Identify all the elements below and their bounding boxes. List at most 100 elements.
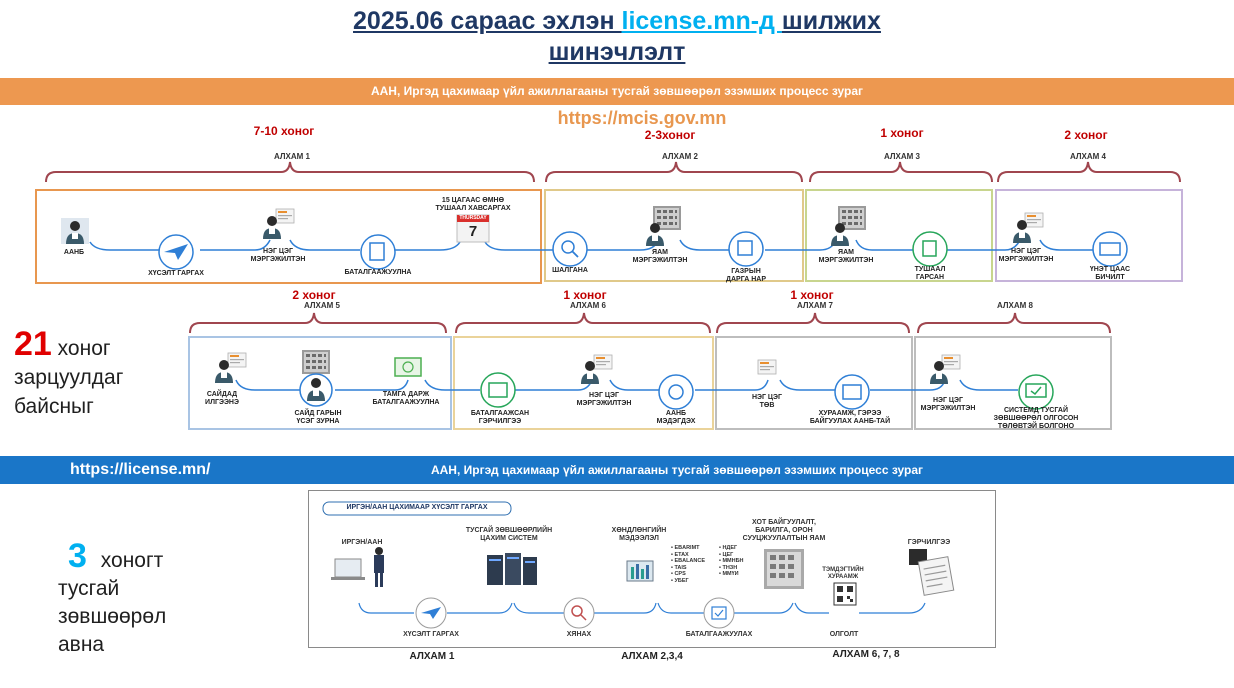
source-item: • ММҮИ	[719, 571, 739, 577]
note2-line3: зөвшөөрөл	[58, 605, 167, 628]
license-url[interactable]: https://license.mn/	[70, 461, 211, 478]
brace-step2	[545, 161, 803, 183]
step6-days: 1 хоног	[563, 288, 607, 302]
source-item: • EBARIMT	[671, 545, 700, 551]
brace-step4	[997, 161, 1181, 183]
citizen-label: ИРГЭН/ААН	[341, 539, 383, 546]
center-doc-icon	[757, 359, 777, 375]
brace-step7	[716, 312, 910, 334]
panel-step7	[715, 336, 913, 430]
agreement-icon	[834, 374, 870, 410]
flow-line-row2	[235, 379, 1018, 391]
node-ministry2: ЯАМ МЭРГЭЖИЛТЭН	[818, 249, 874, 264]
node-application: ХҮСЭЛТ ГАРГАХ	[148, 270, 204, 277]
source-item: • TAIS	[671, 564, 687, 571]
bottom-step1: АЛХАМ 1	[409, 651, 455, 662]
brace-step1	[45, 161, 535, 183]
node-officer1: НЭГ ЦЭГ МЭРГЭЖИЛТЭН	[250, 248, 306, 263]
citizen-icon	[375, 547, 383, 555]
panel-step8	[914, 336, 1112, 430]
node-announce: САЙДАД ИЛГЭЭНЭ	[205, 391, 239, 406]
panel-step2	[544, 189, 804, 282]
sources-left: • EBARIMT • ETAX • EBALANCE • TAIS • CPS…	[671, 545, 705, 584]
left-note-21: 21 хоног зарцуулдаг байсныг	[14, 327, 124, 421]
note1-line3: байсныг	[14, 395, 94, 418]
approve-label: БАТАЛГААЖУУЛАХ	[685, 631, 753, 638]
license-bar-title: ААН, Иргэд цахимаар үйл ажиллагааны тусг…	[430, 463, 924, 477]
node-verify: БАТАЛГААЖУУЛНА	[344, 269, 412, 276]
certificate-icon	[909, 549, 955, 596]
node-minister: САЙД ГАРЫН ҮСЭГ ЗУРНА	[294, 410, 342, 425]
source-item: • ММНБН	[719, 558, 744, 564]
license-process-panel: ИРГЭН/ААН ЦАХИМААР ХҮСЭЛТ ГАРГАХ ИРГЭН/А…	[308, 490, 996, 648]
node-officer4: НЭГ ЦЭГ МЭРГЭЖИЛТЭН	[920, 397, 976, 412]
source-item: • ЦЕГ	[719, 551, 734, 558]
source-item: • ТНЗН	[719, 564, 738, 571]
bottom-step2: АЛХАМ 2,3,4	[621, 651, 683, 662]
minister-building-icon	[302, 350, 330, 374]
note2-line1: хоногт	[100, 549, 164, 572]
source-item: • ETAX	[671, 551, 689, 558]
note1-number: 21	[14, 325, 52, 363]
note1-line2: зарцуулдаг	[14, 366, 124, 389]
director-icon	[728, 231, 764, 267]
review-icon	[563, 597, 595, 629]
mcis-url[interactable]: https://mcis.gov.mn	[557, 108, 727, 128]
server-icon	[487, 553, 537, 585]
panel-step5	[188, 336, 452, 430]
node-order: ТУШААЛ ГАРСАН	[914, 266, 946, 281]
license-process-diagram	[322, 501, 955, 629]
step1-label: АЛХАМ 1	[274, 152, 310, 161]
title-part1: 2025.06 сараас эхлэн	[353, 7, 622, 35]
title-part3: шилжих	[781, 7, 881, 35]
order-icon	[912, 231, 948, 267]
note2-line4: авна	[58, 633, 105, 656]
calendar-day: THURSDAY	[459, 215, 487, 221]
panel-step3	[805, 189, 993, 282]
node-stamp: ТАМГА ДАРЖ БАТАЛГААЖУУЛНА	[372, 391, 440, 406]
paper-icon	[1092, 231, 1128, 267]
step2-label: АЛХАМ 2	[662, 152, 698, 161]
check-icon	[552, 231, 588, 267]
review-label: ХЯНАХ	[566, 631, 592, 638]
step3-label: АЛХАМ 3	[884, 152, 920, 161]
brace-step3	[809, 161, 993, 183]
calendar-number: 7	[468, 223, 478, 240]
node-aanb: ААНБ	[63, 249, 85, 256]
node-ministry1: ЯАМ МЭРГЭЖИЛТЭН	[632, 249, 688, 264]
step8-label: АЛХАМ 8	[997, 301, 1033, 310]
approve-icon	[703, 597, 735, 629]
license-flow-line	[358, 602, 926, 614]
node-system: СИСТЕМД ТУСГАЙ ЗӨВШӨӨРӨЛ ОЛГОСОН ТӨЛӨВТЭ…	[993, 407, 1079, 430]
ministry-label: ХОТ БАЙГУУЛАЛТ, БАРИЛГА, ОРОН СУУЦЖУУЛАЛ…	[742, 519, 826, 542]
verify-icon	[360, 234, 396, 270]
flow-line-row1	[89, 239, 1095, 251]
node-deadline: 15 ЦАГААС ӨМНӨ ТУШААЛ ХАВСАРГАХ	[435, 197, 511, 212]
license-tag: ИРГЭН/ААН ЦАХИМААР ХҮСЭЛТ ГАРГАХ	[346, 504, 488, 511]
step5-days: 2 хоног	[292, 288, 336, 302]
note2-number: 3	[68, 537, 87, 575]
node-inform: ААНБ МЭДЭГДЭХ	[656, 410, 696, 425]
source-item: • CPS	[671, 571, 686, 577]
certificate-label: ГЭРЧИЛГЭЭ	[907, 539, 951, 546]
inform-icon	[658, 374, 694, 410]
computer-icon	[334, 558, 362, 578]
top-process-diagram	[35, 161, 1183, 430]
dataset-icon	[626, 560, 654, 582]
brace-step8	[917, 312, 1111, 334]
brace-step5	[189, 312, 447, 334]
bottom-step3: АЛХАМ 6, 7, 8	[832, 649, 900, 660]
mcis-process-bar: ААН, Иргэд цахимаар үйл ажиллагааны тусг…	[0, 78, 1234, 105]
title-link[interactable]: license.mn-д	[621, 7, 782, 35]
panel-step1	[35, 189, 542, 284]
step6-label: АЛХАМ 6	[570, 301, 606, 310]
source-item: • EBALANCE	[671, 558, 706, 564]
left-note-3: 3 хоногт тусгай зөвшөөрөл авна	[58, 539, 167, 659]
node-director: ГАЗРЫН ДАРГА НАР	[725, 268, 767, 283]
panel-step4	[995, 189, 1183, 282]
node-contract: БАТАЛГААЖСАН ГЭРЧИЛГЭЭ	[470, 410, 530, 425]
step3-days: 1 хоног	[880, 126, 924, 140]
step4-label: АЛХАМ 4	[1070, 152, 1106, 161]
panel-step6	[453, 336, 714, 430]
qr-label: ТЭМДЭГТИЙН ХУРААМЖ	[822, 567, 864, 580]
